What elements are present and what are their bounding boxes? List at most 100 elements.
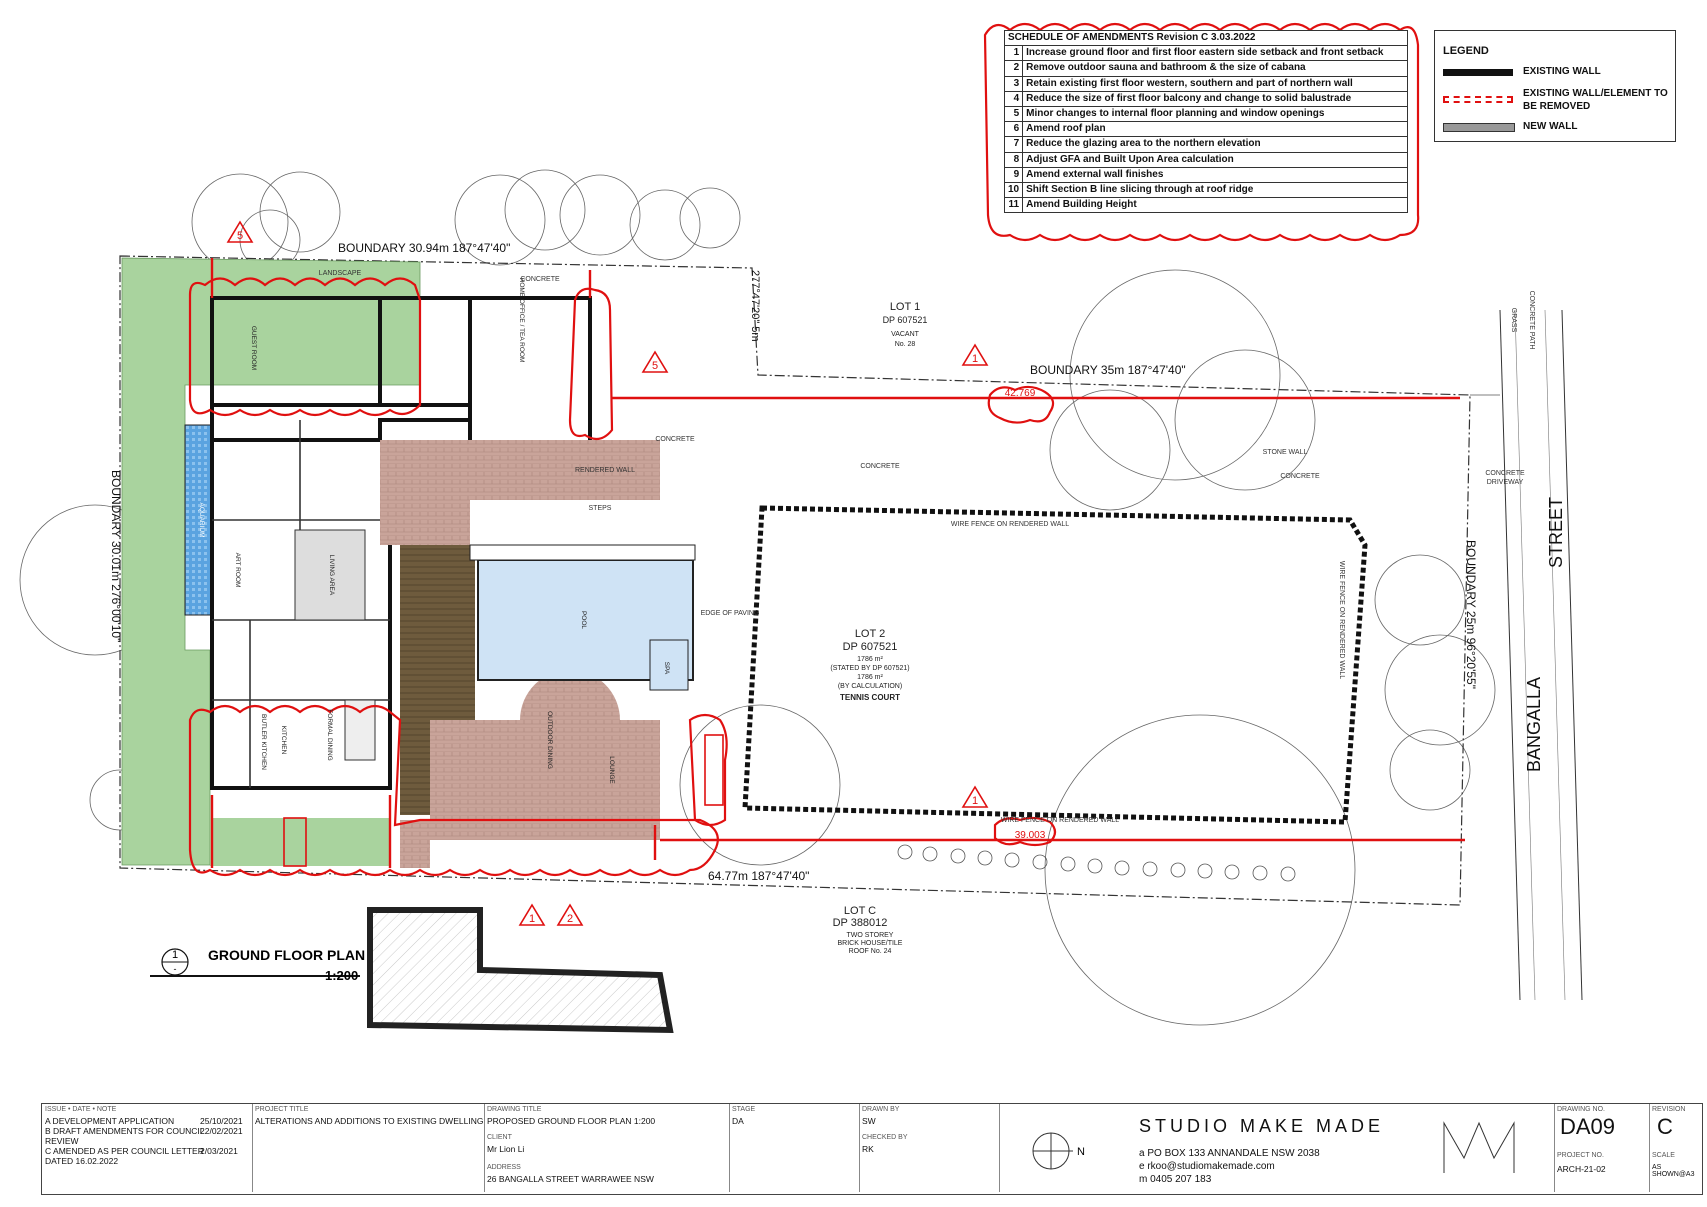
lotc-dp: DP 388012 (833, 917, 888, 929)
room-aquarium: AQUARIUM (198, 502, 205, 537)
tb-checked-header: CHECKED BY (862, 1134, 908, 1141)
concrete-label-4: CONCRETE (520, 276, 560, 283)
plan-scale: 1:200 (325, 968, 358, 983)
plan-title-text: GROUND FLOOR PLAN (208, 947, 365, 963)
tennis-court-label: TENNIS COURT (840, 693, 900, 702)
lot1-dp: DP 607521 (883, 315, 928, 325)
tag-5-north: 5 (237, 230, 243, 242)
legend: LEGEND EXISTING WALL EXISTING WALL/ELEME… (1434, 30, 1676, 142)
tag-5-east: 5 (652, 360, 658, 372)
tb-studio: N STUDIO MAKE MADE a PO BOX 133 ANNANDAL… (999, 1104, 1555, 1192)
boundary-west-label: BOUNDARY 30.01m 276°00'10" (109, 470, 123, 642)
tb-revision: REVISION C SCALE AS SHOWN@A3 (1649, 1104, 1701, 1192)
rendered-wall-label: RENDERED WALL (575, 467, 635, 474)
dining-table (344, 699, 376, 761)
lot1-label: LOT 1 (890, 301, 920, 313)
tb-issues: ISSUE • DATE • NOTE A DEVELOPMENT APPLIC… (42, 1104, 253, 1192)
plan-title: 1 - GROUND FLOOR PLAN 1:200 (150, 947, 365, 983)
lot2-area2: 1786 m² (857, 674, 883, 681)
room-dining: FORMAL DINING (326, 709, 333, 760)
lotc-desc2: BRICK HOUSE/TILE (838, 940, 903, 947)
room-guest: GUEST ROOM (250, 326, 257, 370)
tb-issue-a-date: 25/10/2021 (200, 1116, 243, 1126)
legend-remove-label-1: EXISTING WALL/ELEMENT TO (1523, 88, 1668, 99)
tb-studio-email: e rkoo@studiomakemade.com (1139, 1161, 1275, 1172)
schedule-row-text: Reduce the size of first floor balcony a… (1022, 90, 1408, 107)
tag-1-bottom: 1 (972, 795, 978, 807)
label-pool: POOL (580, 611, 587, 629)
driveway-label-1: CONCRETE (1485, 470, 1525, 477)
tb-projno-header: PROJECT NO. (1557, 1152, 1604, 1159)
concrete-label-1: CONCRETE (655, 436, 695, 443)
paving-lower (430, 720, 660, 840)
boundary-mid-label: BOUNDARY 35m 187°47'40" (1030, 363, 1186, 377)
amendment-clouds (188, 22, 1420, 877)
street-name-bangalla: BANGALLA (1524, 677, 1544, 772)
schedule-title: SCHEDULE OF AMENDMENTS Revision C 3.03.2… (1004, 29, 1408, 47)
lot1-vacant: VACANT (891, 331, 920, 338)
revision-tags (226, 220, 989, 926)
title-block: ISSUE • DATE • NOTE A DEVELOPMENT APPLIC… (41, 1103, 1703, 1195)
landscape-label: LANDSCAPE (319, 270, 362, 277)
lot2-calc: (BY CALCULATION) (838, 683, 902, 690)
tb-issue-header: ISSUE • DATE • NOTE (45, 1106, 117, 1113)
tb-issue-b: B DRAFT AMENDMENTS FOR COUNCIL (45, 1126, 205, 1136)
plan-sheet: - (174, 964, 177, 974)
label-lounge: LOUNGE (608, 756, 615, 784)
tb-address-header: ADDRESS (487, 1164, 521, 1171)
driveway-label-2: DRIVEWAY (1487, 479, 1524, 486)
edge-paving-label: EDGE OF PAVING (701, 610, 760, 617)
spa (649, 639, 689, 691)
living-sofa (294, 529, 366, 621)
tb-address: 26 BANGALLA STREET WARRAWEE NSW (487, 1174, 654, 1184)
grass-label: GRASS (1510, 308, 1517, 333)
schedule-row-number: 9 (1003, 166, 1024, 183)
tb-dwgno: DA09 (1560, 1114, 1616, 1139)
schedule-row-text: Retain existing first floor western, sou… (1022, 75, 1408, 92)
tb-issue-b-date: 22/02/2021 (200, 1126, 243, 1136)
lotc-label: LOT C (844, 905, 876, 917)
schedule-row-text: Shift Section B line slicing through at … (1022, 181, 1408, 199)
tb-stage: STAGE DA (729, 1104, 860, 1192)
plan-number: 1 (172, 949, 178, 961)
paving-upper (380, 440, 660, 545)
legend-new-swatch (1443, 123, 1515, 132)
tb-studio-mobile: m 0405 207 183 (1139, 1174, 1212, 1185)
room-kitchen: KITCHEN (280, 726, 287, 755)
legend-title: LEGEND (1443, 45, 1489, 57)
lotc-desc3: ROOF No. 24 (849, 948, 892, 955)
lot2-area1: 1786 m² (857, 656, 883, 663)
tb-drawn: SW (862, 1116, 876, 1126)
tb-drawing: DRAWING TITLE PROPOSED GROUND FLOOR PLAN… (484, 1104, 730, 1192)
tb-rev-header: REVISION (1652, 1106, 1686, 1113)
tb-project: PROJECT TITLE ALTERATIONS AND ADDITIONS … (252, 1104, 485, 1192)
legend-remove-swatch (1443, 96, 1513, 103)
room-living: LIVING AREA (328, 555, 335, 596)
tb-issue-a: A DEVELOPMENT APPLICATION (45, 1116, 175, 1126)
north-label: N (1077, 1146, 1085, 1158)
wire-fence-bottom-label: WIRE FENCE ON RENDERED WALL (1001, 817, 1119, 824)
tb-studio-address: a PO BOX 133 ANNANDALE NSW 2038 (1139, 1148, 1320, 1159)
tb-client: Mr Lion Li (487, 1144, 525, 1154)
legend-existing-swatch (1443, 69, 1513, 76)
schedule-row-text: Increase ground floor and first floor ea… (1022, 45, 1408, 62)
tb-scale: AS SHOWN@A3 (1652, 1164, 1695, 1178)
tb-drawing-header: DRAWING TITLE (487, 1106, 542, 1113)
schedule-row-number: 11 (1003, 197, 1024, 214)
schedule-row-text: Adjust GFA and Built Upon Area calculati… (1022, 151, 1408, 168)
paving-round (520, 670, 620, 720)
tb-issue-c-date: 2/03/2021 (200, 1146, 238, 1156)
schedule-row-text: Amend Building Height (1022, 197, 1408, 214)
tb-stage-header: STAGE (732, 1106, 756, 1113)
concrete-label-2: CONCRETE (860, 463, 900, 470)
